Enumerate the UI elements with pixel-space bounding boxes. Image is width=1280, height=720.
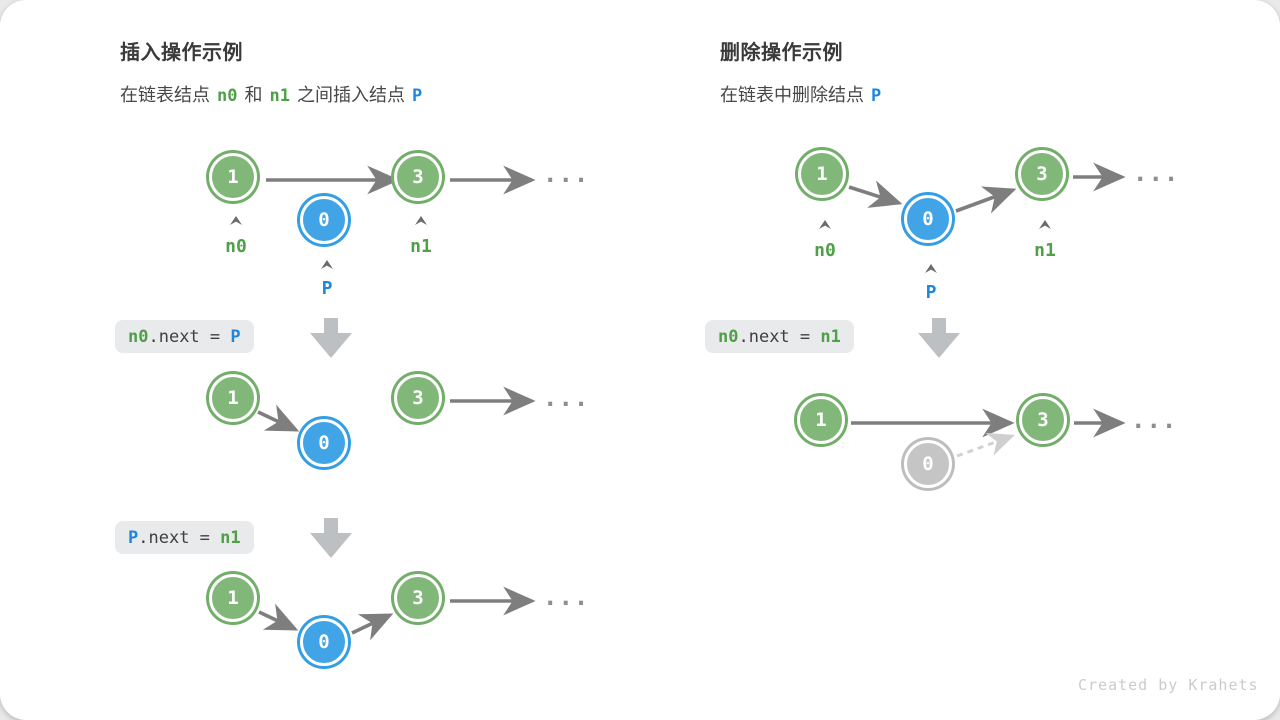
pointer-label-n1: n1 (1034, 240, 1056, 261)
node-inserted: 0 (300, 196, 348, 244)
insert-panel-title: 插入操作示例 (120, 42, 243, 64)
node-value: 0 (922, 453, 934, 475)
node-third: 3 (1019, 396, 1067, 444)
pointer-caret-icon (230, 212, 242, 225)
pointer-label-p: P (925, 282, 937, 303)
pointer-label-n1: n1 (410, 236, 432, 257)
node-first: 1 (209, 374, 257, 422)
step-down-arrow-icon (918, 318, 960, 363)
node-value: 1 (816, 163, 828, 185)
subtitle-token-n1: n1 (269, 86, 290, 106)
code-lhs: n0 (718, 326, 739, 347)
code-mid: .next = (738, 326, 821, 347)
code-label-step1: n0.next = n1 (705, 320, 854, 353)
step-down-arrow-icon (310, 318, 352, 363)
code-mid: .next = (148, 326, 231, 347)
node-value: 1 (227, 387, 239, 409)
code-lhs: n0 (128, 326, 149, 347)
code-rhs: P (230, 326, 241, 347)
node-first: 1 (209, 153, 257, 201)
pointer-label-n0: n0 (814, 240, 836, 261)
subtitle-text: 和 (244, 85, 263, 105)
node-deleted-detached: 0 (904, 440, 952, 488)
node-third: 3 (394, 153, 442, 201)
node-third: 3 (394, 374, 442, 422)
node-value: 1 (227, 587, 239, 609)
node-inserted: 0 (300, 419, 348, 467)
node-value: 0 (318, 209, 330, 231)
code-lhs: P (128, 527, 139, 548)
node-value: 3 (412, 587, 424, 609)
step-down-arrow-icon (310, 518, 352, 563)
node-third: 3 (394, 574, 442, 622)
node-deleted: 0 (904, 195, 952, 243)
pointer-caret-icon (415, 212, 427, 225)
credit-text: Created by Krahets (1078, 676, 1259, 694)
subtitle-token-p: P (871, 86, 882, 106)
pointer-caret-icon (819, 216, 831, 229)
pointer-caret-icon (1039, 216, 1051, 229)
node-first: 1 (209, 574, 257, 622)
pointer-label-n0: n0 (225, 236, 247, 257)
code-rhs: n1 (820, 326, 841, 347)
code-mid: .next = (138, 527, 221, 548)
code-label-step1: n0.next = P (115, 320, 254, 353)
node-value: 1 (815, 409, 827, 431)
node-value: 3 (1036, 163, 1048, 185)
pointer-label-p: P (321, 278, 333, 299)
pointer-caret-icon (925, 260, 937, 273)
node-value: 3 (412, 166, 424, 188)
node-third: 3 (1018, 150, 1066, 198)
code-label-step2: P.next = n1 (115, 521, 254, 554)
ellipsis: ... (1131, 406, 1178, 434)
ellipsis: ... (543, 384, 590, 412)
subtitle-text: 在链表中删除结点 (720, 85, 864, 105)
code-rhs: n1 (220, 527, 241, 548)
node-first: 1 (798, 150, 846, 198)
node-value: 0 (922, 208, 934, 230)
ellipsis: ... (543, 583, 590, 611)
ellipsis: ... (1133, 159, 1180, 187)
node-first: 1 (797, 396, 845, 444)
node-value: 0 (318, 631, 330, 653)
node-value: 3 (412, 387, 424, 409)
node-value: 0 (318, 432, 330, 454)
node-value: 1 (227, 166, 239, 188)
subtitle-text: 之间插入结点 (296, 85, 405, 105)
delete-panel-subtitle: 在链表中删除结点 P (720, 81, 888, 107)
insert-panel-subtitle: 在链表结点 n0 和 n1 之间插入结点 P (120, 81, 429, 107)
ellipsis: ... (543, 160, 590, 188)
subtitle-text: 在链表结点 (120, 85, 210, 105)
pointer-caret-icon (321, 256, 333, 269)
delete-panel-title: 删除操作示例 (720, 42, 843, 64)
subtitle-token-p: P (411, 86, 423, 106)
node-inserted: 0 (300, 618, 348, 666)
node-value: 3 (1037, 409, 1049, 431)
subtitle-token-n0: n0 (217, 86, 238, 106)
